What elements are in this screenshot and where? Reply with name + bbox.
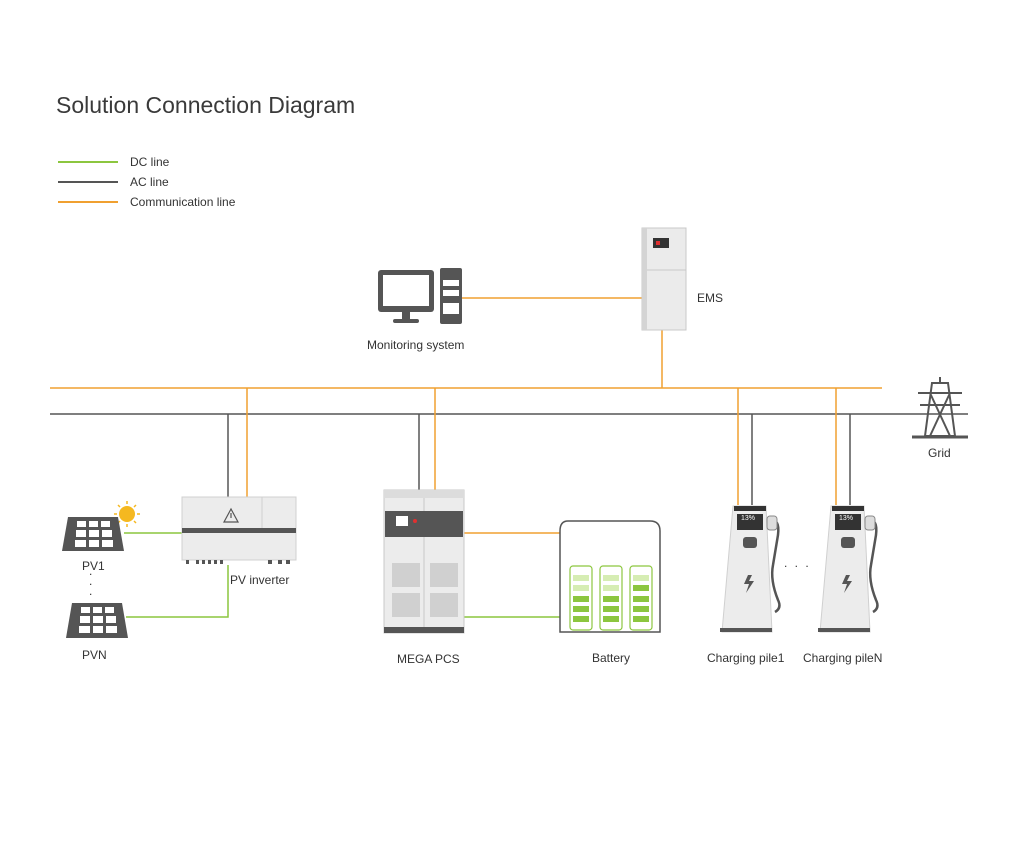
monitoring-system-label: Monitoring system (367, 338, 465, 352)
charger-ellipsis: . . . (784, 556, 811, 570)
legend-ac-swatch (58, 181, 118, 183)
battery-cells (569, 565, 653, 631)
battery-label: Battery (592, 651, 631, 665)
pvn-label: PVN (82, 648, 107, 662)
monitoring-system-icon (378, 268, 462, 324)
legend-dc-label: DC line (130, 155, 170, 169)
ems-cabinet-icon (641, 227, 687, 331)
pv-ellipsis: . . . (89, 564, 93, 598)
pvn-dc-line (126, 565, 229, 618)
legend-comm-label: Communication line (130, 195, 236, 209)
pvn-panel-icon (66, 603, 128, 638)
legend-ac-label: AC line (130, 175, 169, 189)
charging-pile-n-label: Charging pileN (803, 651, 883, 665)
charging-pile-1-label: Charging pile1 (707, 651, 785, 665)
charger1-screen-text: 13% (741, 515, 756, 522)
sun-icon (114, 501, 140, 527)
mega-pcs-label: MEGA PCS (397, 652, 460, 666)
grid-tower-icon (912, 377, 968, 439)
mega-pcs-icon (383, 489, 465, 634)
legend-dc-swatch (58, 161, 118, 163)
legend-comm-swatch (58, 201, 118, 203)
diagram-title: Solution Connection Diagram (56, 92, 356, 118)
battery-icon (559, 520, 661, 633)
grid-label: Grid (928, 446, 951, 460)
charging-pile-1-icon (720, 505, 781, 633)
chargerN-screen-text: 13% (839, 515, 854, 522)
pv-inverter-icon (181, 496, 297, 564)
pv1-panel-icon (62, 517, 124, 551)
pv1-label: PV1 (82, 559, 105, 573)
pv-inverter-label: PV inverter (230, 573, 290, 587)
charging-pile-n-icon (818, 505, 879, 633)
ems-label: EMS (697, 291, 724, 305)
